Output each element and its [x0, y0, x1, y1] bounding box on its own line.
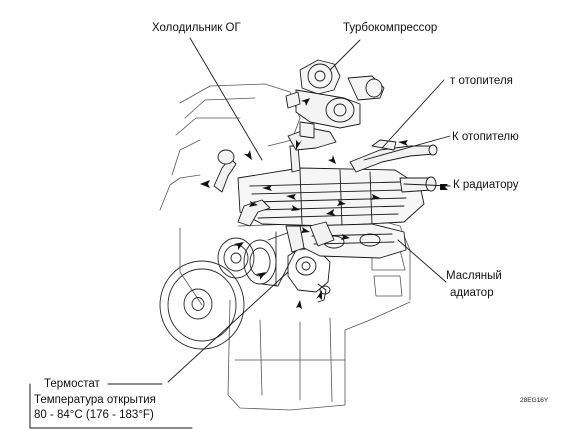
- crank-pulley: [159, 260, 245, 350]
- turbocharger: [285, 59, 385, 139]
- egr-cooler: [237, 167, 425, 227]
- egr-cooler-label: Холодильник ОГ: [152, 22, 241, 34]
- from-heater-label: т отопителя: [450, 75, 513, 87]
- coolant-pipes: [213, 127, 438, 253]
- thermostat-title: Термостат: [44, 378, 100, 390]
- thermostat-temp-label: Температура открытия: [34, 394, 156, 406]
- turbocharger-label: Турбокомпрессор: [343, 22, 438, 34]
- oil-cooler-label-line2: адиатор: [450, 287, 494, 299]
- thermostat-callout-box: [29, 383, 193, 429]
- figure-code: 28EG16Y: [520, 397, 549, 404]
- oil-cooler-label-line1: Масляный: [446, 270, 502, 282]
- leader-lines: [167, 37, 451, 383]
- thermostat-temp-value: 80 - 84°C (176 - 183°F): [34, 409, 154, 421]
- to-heater-label: К отопителю: [452, 131, 519, 143]
- to-radiator-label: К радиатору: [453, 179, 519, 191]
- flow-arrows: [200, 98, 448, 309]
